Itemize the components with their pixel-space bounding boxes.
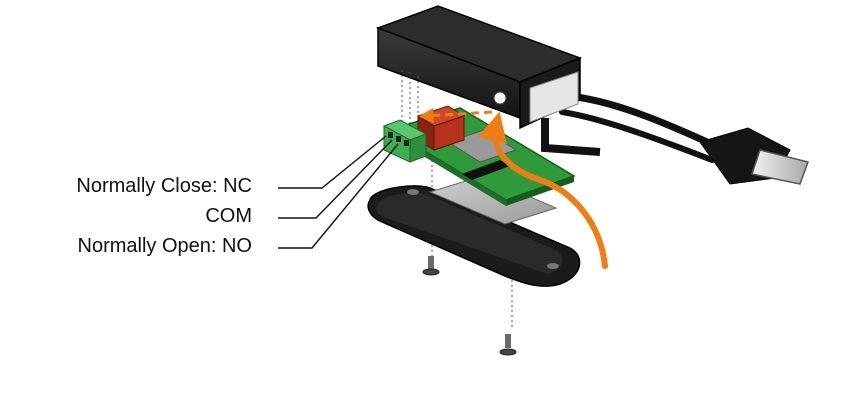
screw-icon: [499, 334, 517, 356]
usb-cable: [541, 92, 809, 185]
label-normally-close: Normally Close: NC: [76, 175, 252, 197]
label-com: COM: [205, 205, 252, 227]
top-housing: [375, 5, 583, 130]
label-normally-open: Normally Open: NO: [77, 235, 253, 257]
metal-plate: [428, 175, 558, 225]
bottom-plate: [367, 185, 581, 287]
usb-a-plug-icon: [699, 127, 809, 185]
leader-lines: [278, 135, 399, 249]
orange-arrows: [418, 108, 608, 269]
screw-icon: [422, 256, 440, 276]
